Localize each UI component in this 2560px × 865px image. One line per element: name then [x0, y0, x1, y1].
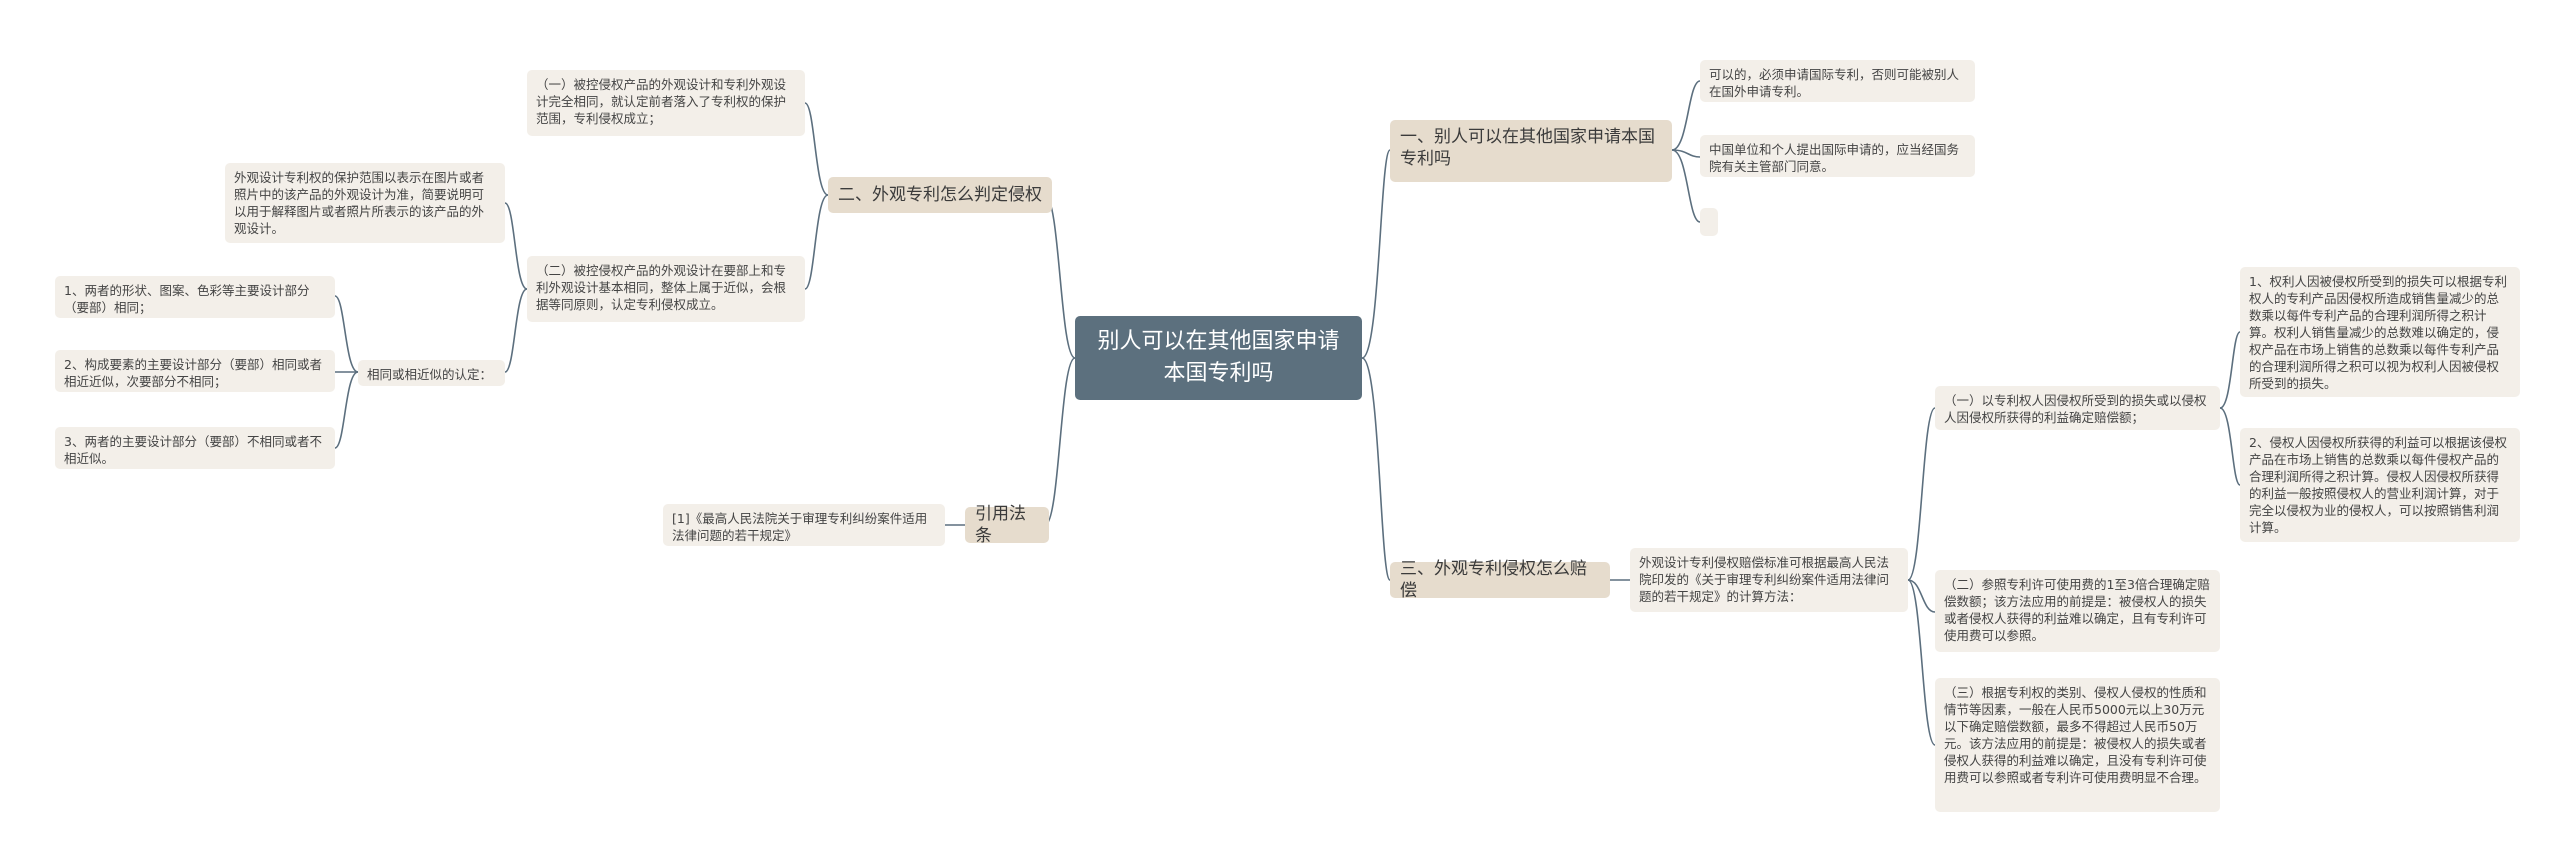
link-item2-scope: [504, 202, 528, 290]
link-item2-similar: [504, 288, 528, 373]
leaf-comp-method-1a[interactable]: 1、权利人因被侵权所受到的损失可以根据专利权人的专利产品因侵权所造成销售量减少的…: [2240, 267, 2520, 397]
leaf-protection-scope-text: 外观设计专利权的保护范围以表示在图片或者照片中的该产品的外观设计为准，简要说明可…: [234, 170, 485, 236]
leaf-comp-method-3[interactable]: （三）根据专利权的类别、侵权人侵权的性质和情节等因素，一般在人民币5000元以上…: [1935, 678, 2220, 812]
link-root-comp: [1361, 357, 1391, 581]
link-apply-item1: [1671, 80, 1701, 151]
leaf-apply-approval[interactable]: 中国单位和个人提出国际申请的，应当经国务院有关主管部门同意。: [1700, 135, 1975, 177]
leaf-apply-empty[interactable]: [1700, 208, 1718, 236]
leaf-sim-2[interactable]: 2、构成要素的主要设计部分（要部）相同或者相近近似，次要部分不相同；: [55, 350, 335, 392]
branch-compensation-label: 三、外观专利侵权怎么赔偿: [1400, 559, 1587, 601]
link-intro-m1: [1907, 407, 1936, 581]
leaf-judge-similar[interactable]: （二）被控侵权产品的外观设计在要部上和专利外观设计基本相同，整体上属于近似，会根…: [527, 256, 805, 322]
leaf-comp-method-1[interactable]: （一）以专利权人因侵权所受到的损失或以侵权人因侵权所获得的利益确定赔偿额；: [1935, 386, 2220, 430]
root-topic-label: 别人可以在其他国家申请本国专利吗: [1097, 329, 1340, 386]
leaf-comp-method-1b-text: 2、侵权人因侵权所获得的利益可以根据该侵权产品在市场上销售的总数乘以每件侵权产品…: [2249, 435, 2507, 535]
link-m1-m1a: [2219, 331, 2241, 409]
root-topic[interactable]: 别人可以在其他国家申请本国专利吗: [1075, 316, 1362, 400]
leaf-law-reference-text: [1]《最高人民法院关于审理专利纠纷案件适用法律问题的若干规定》: [672, 511, 928, 543]
branch-judge-label: 二、外观专利怎么判定侵权: [838, 185, 1042, 205]
leaf-apply-international[interactable]: 可以的，必须申请国际专利，否则可能被别人在国外申请专利。: [1700, 60, 1975, 102]
leaf-comp-method-3-text: （三）根据专利权的类别、侵权人侵权的性质和情节等因素，一般在人民币5000元以上…: [1944, 685, 2207, 785]
link-m1-m1b: [2219, 407, 2241, 486]
branch-compensation[interactable]: 三、外观专利侵权怎么赔偿: [1390, 559, 1610, 601]
link-root-judge: [1044, 194, 1076, 359]
link-root-apply: [1361, 149, 1391, 359]
link-root-law: [1044, 357, 1076, 526]
leaf-sim-3[interactable]: 3、两者的主要设计部分（要部）不相同或者不相近似。: [55, 427, 335, 469]
leaf-law-reference[interactable]: [1]《最高人民法院关于审理专利纠纷案件适用法律问题的若干规定》: [663, 504, 945, 546]
link-similar-sim1: [334, 295, 359, 373]
branch-apply-abroad[interactable]: 一、别人可以在其他国家申请本国专利吗: [1390, 120, 1672, 182]
leaf-comp-method-2-text: （二）参照专利许可使用费的1至3倍合理确定赔偿数额；该方法应用的前提是：被侵权人…: [1944, 577, 2210, 643]
leaf-apply-international-text: 可以的，必须申请国际专利，否则可能被别人在国外申请专利。: [1709, 67, 1960, 99]
leaf-sim-1[interactable]: 1、两者的形状、图案、色彩等主要设计部分（要部）相同；: [55, 276, 335, 318]
link-similar-sim3: [334, 371, 359, 449]
link-apply-item2: [1671, 149, 1701, 158]
leaf-judge-similar-text: （二）被控侵权产品的外观设计在要部上和专利外观设计基本相同，整体上属于近似，会根…: [536, 263, 787, 312]
leaf-comp-intro-text: 外观设计专利侵权赔偿标准可根据最高人民法院印发的《关于审理专利纠纷案件适用法律问…: [1639, 555, 1890, 604]
leaf-sim-2-text: 2、构成要素的主要设计部分（要部）相同或者相近近似，次要部分不相同；: [64, 357, 322, 389]
link-apply-item3: [1671, 149, 1701, 223]
link-judge-item2: [804, 194, 829, 290]
leaf-comp-method-1-text: （一）以专利权人因侵权所受到的损失或以侵权人因侵权所获得的利益确定赔偿额；: [1944, 393, 2207, 425]
leaf-sim-3-text: 3、两者的主要设计部分（要部）不相同或者不相近似。: [64, 434, 322, 466]
leaf-comp-method-1a-text: 1、权利人因被侵权所受到的损失可以根据专利权人的专利产品因侵权所造成销售量减少的…: [2249, 274, 2507, 391]
branch-apply-abroad-label: 一、别人可以在其他国家申请本国专利吗: [1400, 127, 1655, 169]
leaf-judge-identical-text: （一）被控侵权产品的外观设计和专利外观设计完全相同，就认定前者落入了专利权的保护…: [536, 77, 787, 126]
branch-judge-infringement[interactable]: 二、外观专利怎么判定侵权: [828, 177, 1052, 213]
leaf-comp-method-1b[interactable]: 2、侵权人因侵权所获得的利益可以根据该侵权产品在市场上销售的总数乘以每件侵权产品…: [2240, 428, 2520, 542]
link-intro-m3: [1907, 579, 1936, 746]
link-judge-item1: [804, 102, 829, 196]
leaf-comp-intro[interactable]: 外观设计专利侵权赔偿标准可根据最高人民法院印发的《关于审理专利纠纷案件适用法律问…: [1630, 548, 1908, 612]
branch-cited-law[interactable]: 引用法条: [965, 504, 1049, 546]
leaf-protection-scope[interactable]: 外观设计专利权的保护范围以表示在图片或者照片中的该产品的外观设计为准，简要说明可…: [225, 163, 505, 243]
leaf-comp-method-2[interactable]: （二）参照专利许可使用费的1至3倍合理确定赔偿数额；该方法应用的前提是：被侵权人…: [1935, 570, 2220, 652]
leaf-sim-1-text: 1、两者的形状、图案、色彩等主要设计部分（要部）相同；: [64, 283, 310, 315]
link-intro-m2: [1907, 579, 1936, 613]
branch-cited-law-label: 引用法条: [975, 504, 1026, 546]
leaf-similarity-criteria-text: 相同或相近似的认定：: [367, 367, 493, 382]
leaf-similarity-criteria[interactable]: 相同或相近似的认定：: [358, 360, 505, 386]
leaf-apply-approval-text: 中国单位和个人提出国际申请的，应当经国务院有关主管部门同意。: [1709, 142, 1960, 174]
leaf-judge-identical[interactable]: （一）被控侵权产品的外观设计和专利外观设计完全相同，就认定前者落入了专利权的保护…: [527, 70, 805, 136]
